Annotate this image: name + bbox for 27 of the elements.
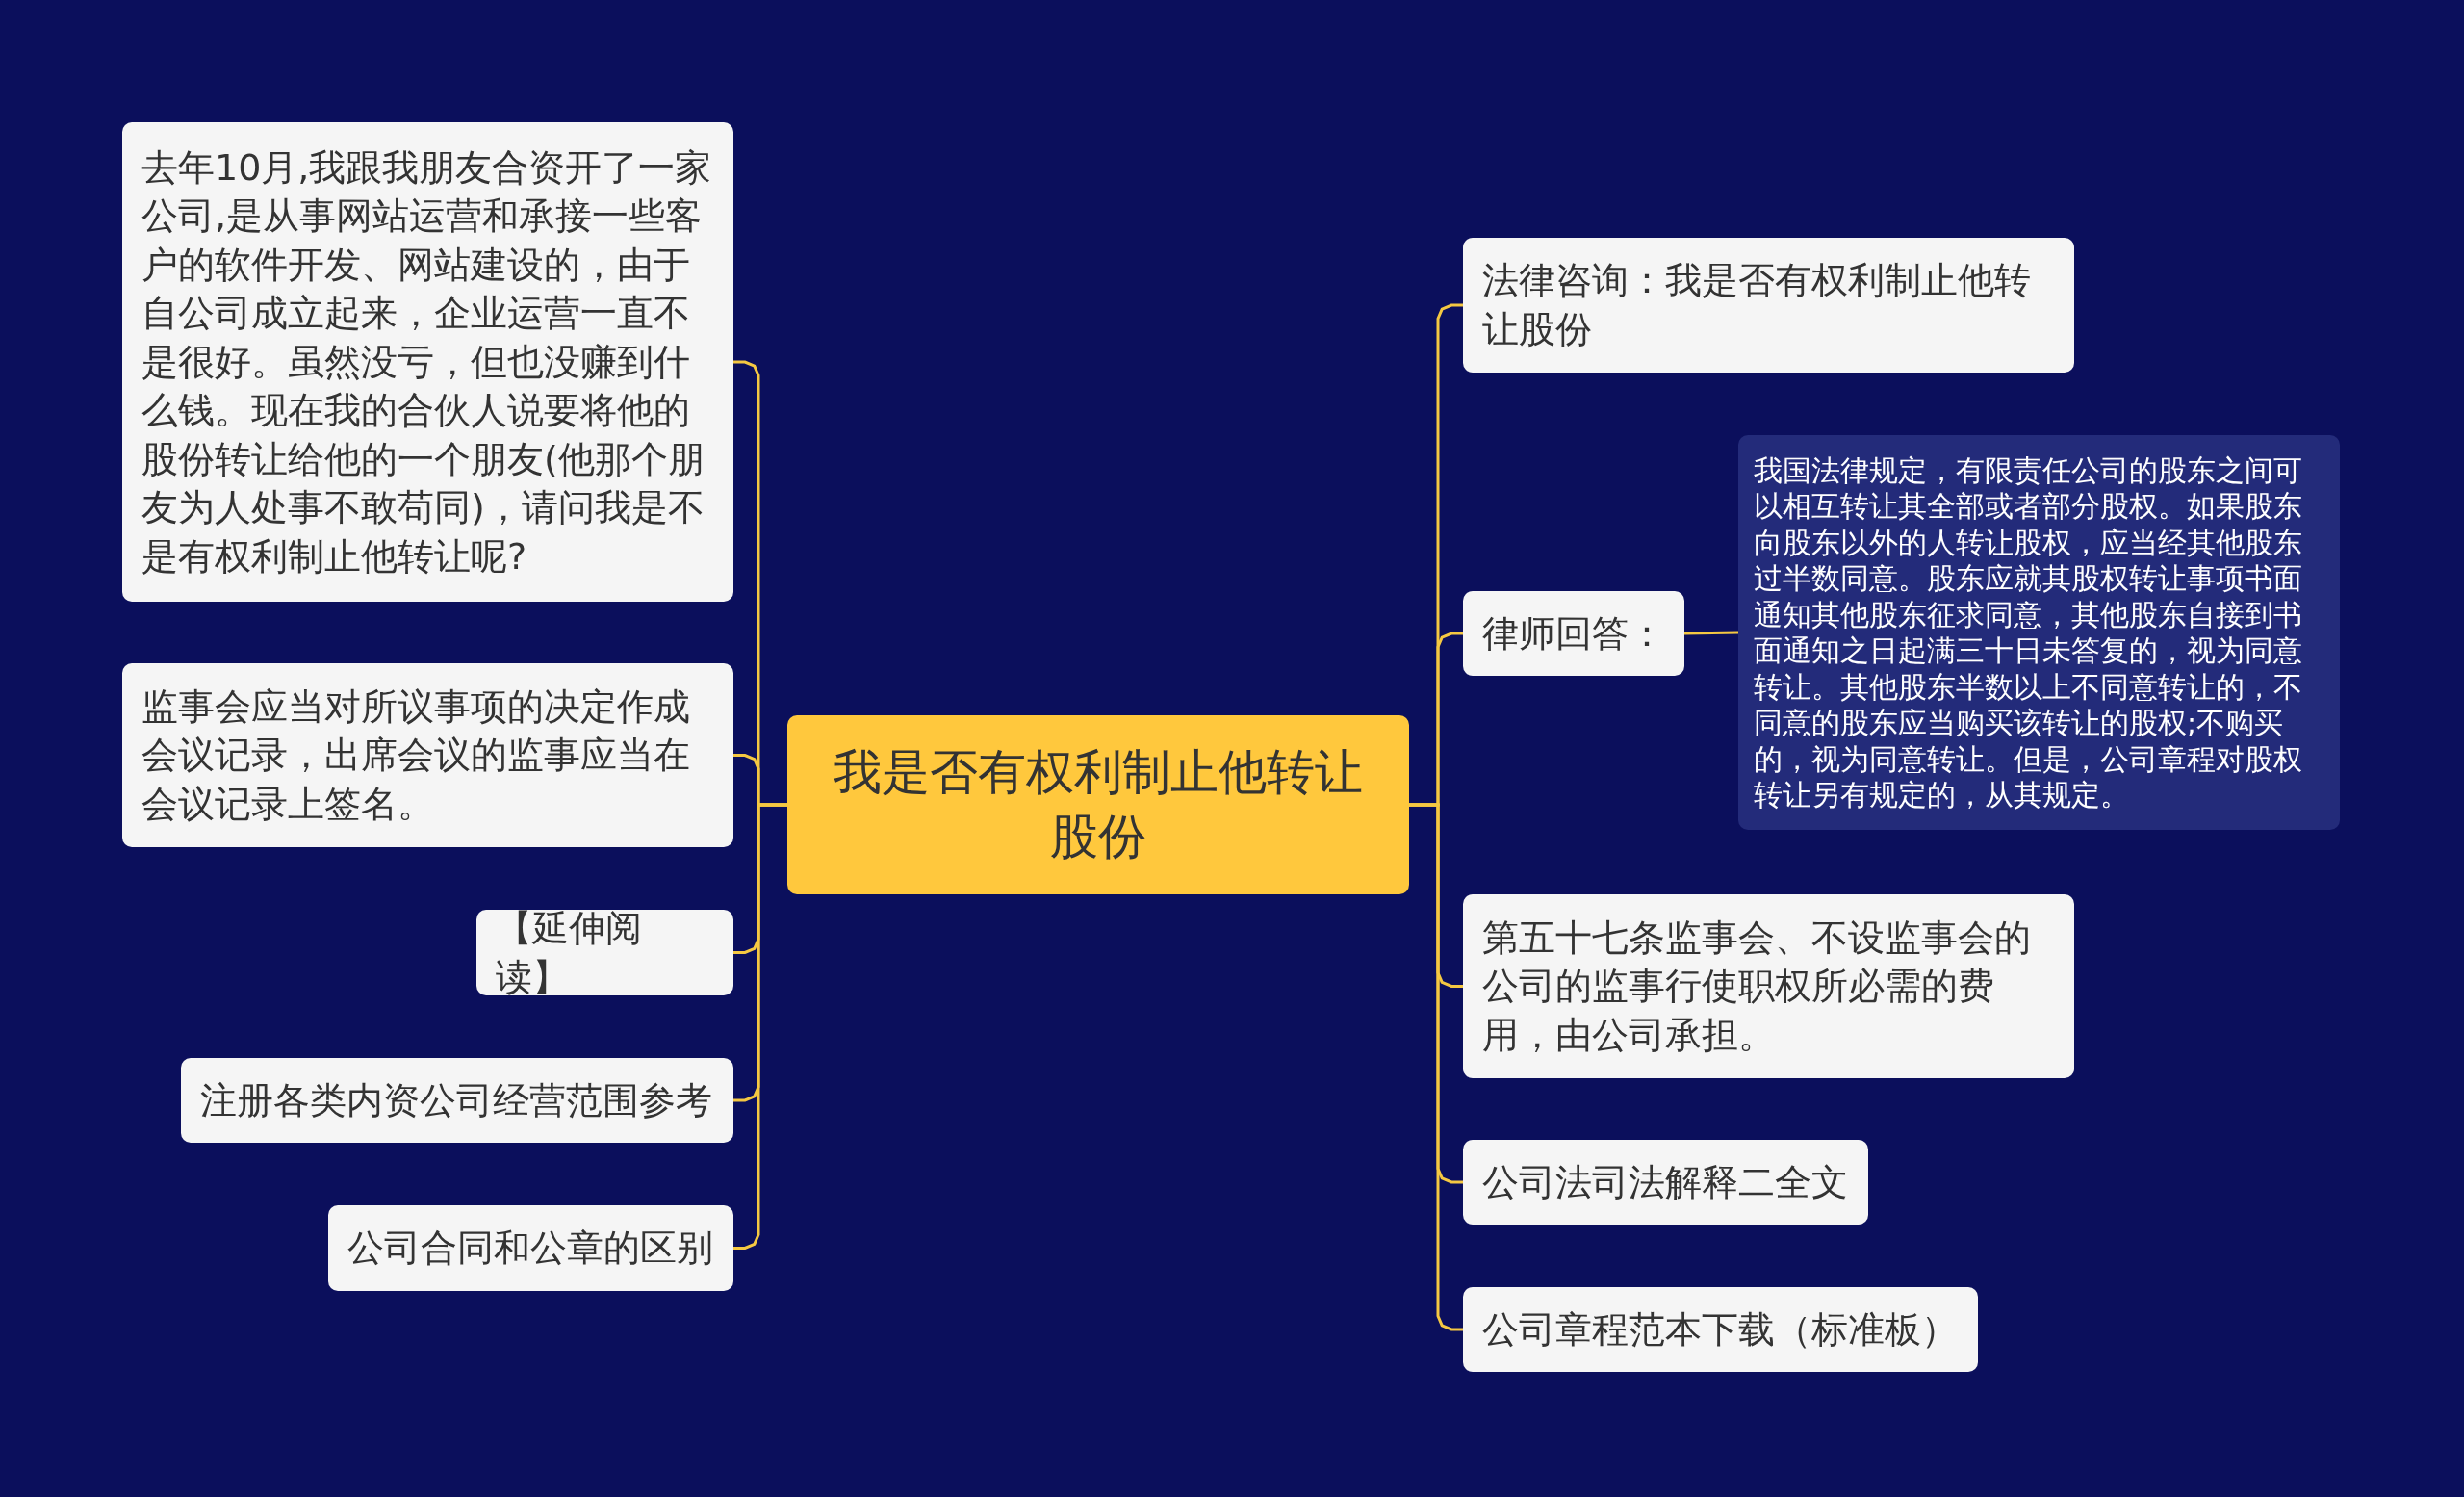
topic-box	[122, 663, 733, 847]
topic-box	[328, 1205, 733, 1291]
topic-text: 律师回答：	[1482, 610, 1665, 657]
topic-text: 监事会应当对所议事项的决定作成会议记录，出席会议的监事应当在会议记录上签名。	[141, 684, 691, 827]
topic-text: 法律咨询：我是否有权利制止他转让股份	[1482, 258, 2032, 352]
connector-line	[1409, 803, 1463, 1331]
topic-text: 我国法律规定，有限责任公司的股东之间可以相互转让其全部或者部分股权。如果股东向股东以外的人转让股权，应当经其他股东过半数同意。股东应就其股权转让事项书面通知其他股东征求同意，其他股东自接到书面通知之日起满三十日未答复的，视为同意转让。其他股东半数以上不同意转让的，不同意的股东应当购买该转让的股权;不购买的，视为同意转让。但是，公司章程对股权转让另有规定的，从其规定。	[1754, 452, 2303, 813]
central-topic-box	[787, 715, 1409, 894]
topic-box	[122, 122, 733, 602]
topic-box	[1463, 1140, 1868, 1225]
topic-text: 公司法司法解释二全文	[1482, 1159, 1848, 1205]
topic-box	[181, 1058, 733, 1143]
topic-box	[1463, 591, 1684, 676]
topic-text: 公司合同和公章的区别	[347, 1226, 713, 1272]
connector-line	[733, 803, 787, 1250]
topic-box	[1463, 1287, 1978, 1372]
topic-text: 我是否有权利制止他转让股份	[833, 742, 1364, 866]
topic-text: 公司章程范本下载（标准板）	[1482, 1306, 1958, 1353]
topic-text: 第五十七条监事会、不设监事会的公司的监事行使职权所必需的费用，由公司承担。	[1482, 915, 2032, 1058]
topic-text: 【延伸阅读】	[496, 905, 643, 1000]
topic-box	[476, 910, 733, 995]
connector-line	[1683, 631, 1739, 635]
topic-box	[1463, 894, 2074, 1078]
topic-text: 去年10月,我跟我朋友合资开了一家公司,是从事网站运营和承接一些客户的软件开发、网站建设的，由于自公司成立起来，企业运营一直不是很好。虽然没亏，但也没赚到什么钱。现在我的合伙人说要将他的股份转让给他的一个朋友(他那个朋友为人处事不敢苟同)，请问我是不是有权利制止他转让呢?	[141, 144, 713, 580]
topic-text: 注册各类内资公司经营范围参考	[200, 1077, 712, 1123]
topic-box	[1463, 238, 2074, 373]
note-box	[1738, 435, 2340, 830]
